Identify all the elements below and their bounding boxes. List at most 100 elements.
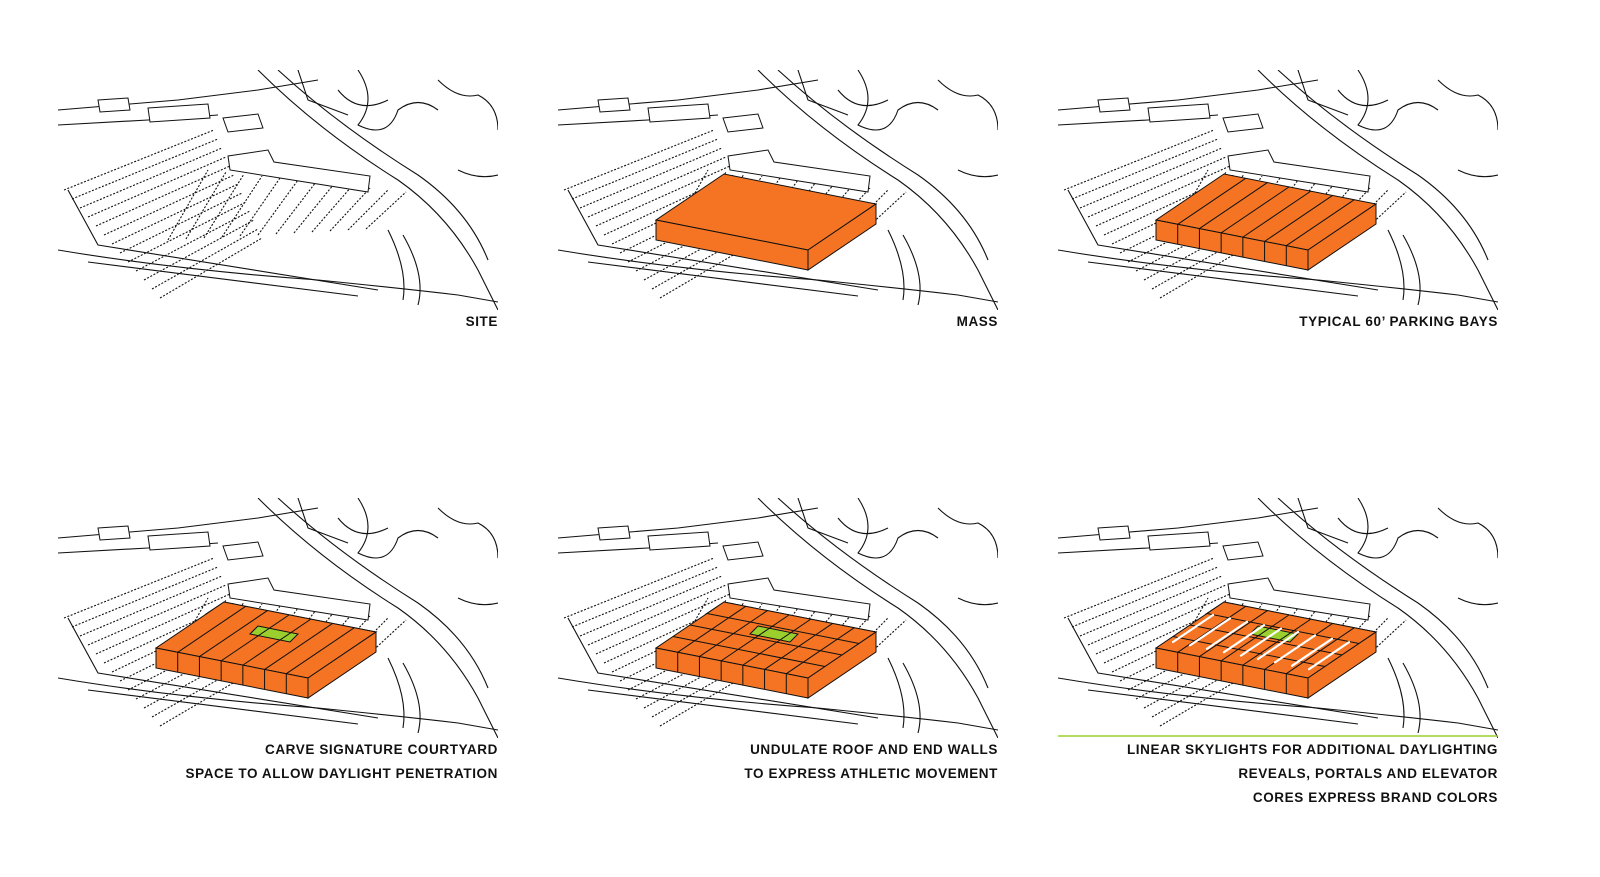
existing-hall: [227, 577, 371, 621]
bay-line: [220, 614, 290, 681]
parking-row: [1071, 138, 1219, 200]
existing-buildings: [597, 97, 871, 193]
road-line: [277, 498, 489, 689]
road-line: [558, 677, 998, 731]
parking-row: [95, 165, 231, 227]
parking-row: [79, 147, 223, 209]
bay-line: [177, 605, 246, 673]
road-line: [1337, 89, 1389, 107]
parking-row: [63, 557, 215, 619]
parking-row: [1347, 617, 1389, 659]
parking-row: [151, 228, 259, 290]
diagram-undulate: [558, 498, 998, 738]
road-line: [887, 229, 905, 301]
road-line: [58, 79, 319, 111]
existing-buildings: [97, 525, 371, 621]
panel-mass: MASS: [558, 70, 998, 329]
skylight: [1290, 637, 1334, 667]
diagram-site: [58, 70, 498, 310]
building: [147, 103, 211, 123]
courtyard-carve: [248, 625, 300, 643]
road-line: [58, 507, 319, 539]
skylight: [1222, 624, 1266, 654]
caption-line: MASS: [956, 314, 998, 329]
building: [1222, 113, 1264, 133]
road-line: [1357, 70, 1439, 131]
parking-row: [1347, 189, 1389, 231]
road-line: [757, 498, 998, 738]
road-line: [1257, 498, 1498, 738]
building: [597, 97, 631, 113]
skylight: [1171, 613, 1215, 644]
skylight: [1188, 617, 1232, 647]
bay-line: [264, 623, 333, 690]
road-line: [1067, 617, 1379, 719]
building: [147, 531, 211, 551]
road-line: [437, 507, 498, 559]
building: [97, 525, 131, 541]
building: [222, 541, 264, 561]
road-line: [937, 79, 998, 131]
bay-line: [1264, 195, 1333, 262]
mass-side: [807, 631, 877, 699]
caption-site: SITE: [466, 310, 498, 334]
road-line: [1257, 70, 1498, 310]
building: [647, 531, 711, 551]
skylights: [1171, 613, 1351, 671]
mass-side: [807, 203, 877, 271]
new-mass: [654, 173, 878, 271]
road-line: [1387, 229, 1405, 301]
road-line: [1067, 189, 1379, 291]
road-line: [937, 507, 998, 559]
parking-row: [119, 192, 243, 254]
parking-row: [275, 181, 317, 235]
road-line: [1357, 498, 1439, 559]
road-line: [1337, 517, 1389, 535]
bay-line: [1198, 182, 1268, 249]
road-line: [1457, 169, 1498, 178]
roof-joint: [706, 613, 860, 644]
road-line: [67, 617, 379, 719]
bay-line: [1285, 199, 1355, 266]
skylight: [1307, 641, 1351, 671]
parking-row: [563, 557, 715, 619]
parking-row: [95, 593, 231, 655]
parking-row: [143, 219, 255, 281]
existing-buildings: [1097, 97, 1371, 193]
roof-joint: [689, 624, 843, 656]
road-line: [1087, 261, 1359, 297]
panel-skylights: LINEAR SKYLIGHTS FOR ADDITIONAL DAYLIGHT…: [1058, 498, 1498, 805]
road-line: [297, 70, 349, 116]
parking-row: [595, 165, 731, 227]
road-line: [402, 662, 421, 734]
parking-row: [571, 138, 719, 200]
road-line: [558, 507, 819, 539]
parking-row: [347, 617, 389, 659]
road-line: [757, 70, 998, 310]
diagram-skylights: [1058, 498, 1498, 738]
road-line: [357, 70, 439, 131]
road-line: [587, 689, 859, 725]
building: [1222, 541, 1264, 561]
caption-line: SITE: [465, 314, 498, 329]
road-line: [558, 249, 998, 303]
road-line: [337, 517, 389, 535]
diagram-courtyard: [58, 498, 498, 738]
road-line: [58, 249, 498, 303]
building: [722, 113, 764, 133]
building: [1147, 103, 1211, 123]
bay-line: [242, 618, 312, 686]
parking-row: [239, 177, 281, 237]
road-line: [1277, 498, 1489, 689]
parking-row: [71, 566, 219, 628]
parking-row: [1095, 593, 1231, 655]
parking-row: [111, 183, 239, 245]
road-line: [87, 689, 359, 725]
parking-row: [579, 575, 723, 637]
road-line: [1387, 657, 1405, 729]
building: [222, 113, 264, 133]
road-line: [902, 662, 921, 734]
new-mass: [1154, 173, 1378, 271]
